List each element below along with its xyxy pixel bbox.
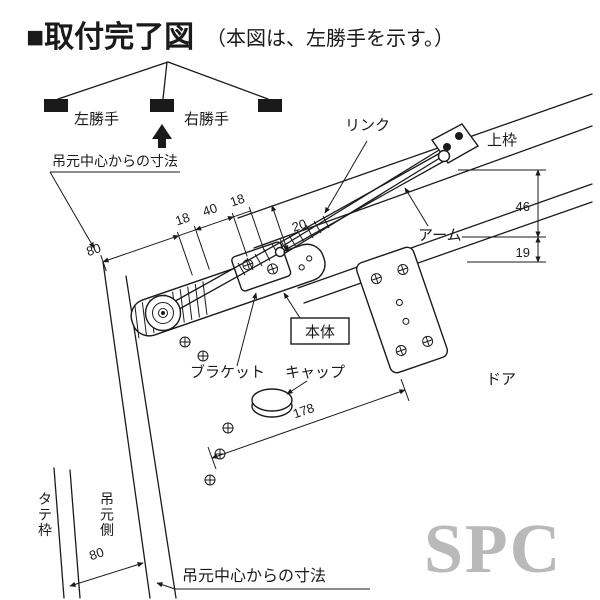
- dim-20: 20: [290, 216, 309, 235]
- dim-19: 19: [516, 245, 530, 260]
- link-pin: [274, 246, 286, 258]
- watermark: SPC: [424, 511, 562, 588]
- dimension-note-bottom: 吊元中心からの寸法: [156, 567, 370, 590]
- label-hinge-side: 吊元側: [100, 491, 114, 538]
- dim-80-bottom: 80: [87, 544, 106, 563]
- note-top-leader: [49, 171, 95, 249]
- note-bottom-leader: [156, 582, 176, 590]
- hinge-center-line: [102, 261, 151, 599]
- label-top-frame: 上枠: [487, 132, 517, 149]
- frame-bracket: [430, 123, 480, 164]
- dim-80-top: 80: [84, 240, 103, 259]
- link-leader: [324, 140, 368, 214]
- arm-joint: [437, 149, 451, 163]
- arm-leader: [404, 187, 429, 227]
- handedness-legend: 左勝手 右勝手: [44, 61, 282, 148]
- label-vertical-frame: タテ枠: [38, 491, 52, 538]
- bracket-leader: [236, 292, 258, 367]
- bracket-screw-icon: [443, 143, 451, 151]
- dim-18-right: 18: [228, 191, 247, 210]
- dim-40: 40: [201, 200, 220, 219]
- cap-part: [251, 388, 293, 418]
- label-link: リンク: [345, 117, 390, 134]
- right-hand-label: 右勝手: [184, 111, 229, 128]
- dim-46: 46: [516, 199, 530, 214]
- label-cap: キャップ: [285, 364, 345, 381]
- left-hinge-block-icon: [44, 99, 68, 112]
- page-title: ■取付完了図: [26, 20, 194, 54]
- body-callout: 本体: [283, 292, 350, 345]
- dim-80-bottom-group: 80: [69, 544, 144, 587]
- dim-18-left: 18: [173, 210, 192, 229]
- label-bracket: ブラケット: [190, 363, 265, 381]
- label-body: 本体: [305, 324, 335, 341]
- dim-178: 178: [291, 400, 316, 421]
- center-block-icon: [150, 99, 174, 112]
- left-hand-label: 左勝手: [74, 111, 119, 128]
- dim-178-group: 178: [207, 378, 410, 470]
- top-dimension-chain: 80 18 40 18 20: [84, 191, 309, 276]
- label-door: ドア: [486, 371, 516, 388]
- right-hinge-block-icon: [258, 99, 282, 112]
- dimension-note-top: 吊元中心からの寸法: [49, 153, 180, 249]
- mounting-plate-group: [355, 246, 449, 374]
- frame-and-door-lines: [53, 93, 593, 599]
- link-rod: [274, 146, 449, 258]
- note-top-text: 吊元中心からの寸法: [52, 153, 178, 169]
- door-screws: [179, 336, 234, 486]
- cap-leader: [286, 380, 308, 395]
- label-arm: アーム: [418, 227, 462, 244]
- note-bottom-text: 吊元中心からの寸法: [182, 567, 326, 585]
- bracket-screw-icon: [455, 132, 463, 140]
- up-arrow-icon: [152, 124, 172, 148]
- pinion-pivot: [144, 294, 182, 332]
- page-subtitle: （本図は、左勝手を示す。）: [206, 27, 454, 50]
- right-dimensions: 46 19: [458, 169, 546, 263]
